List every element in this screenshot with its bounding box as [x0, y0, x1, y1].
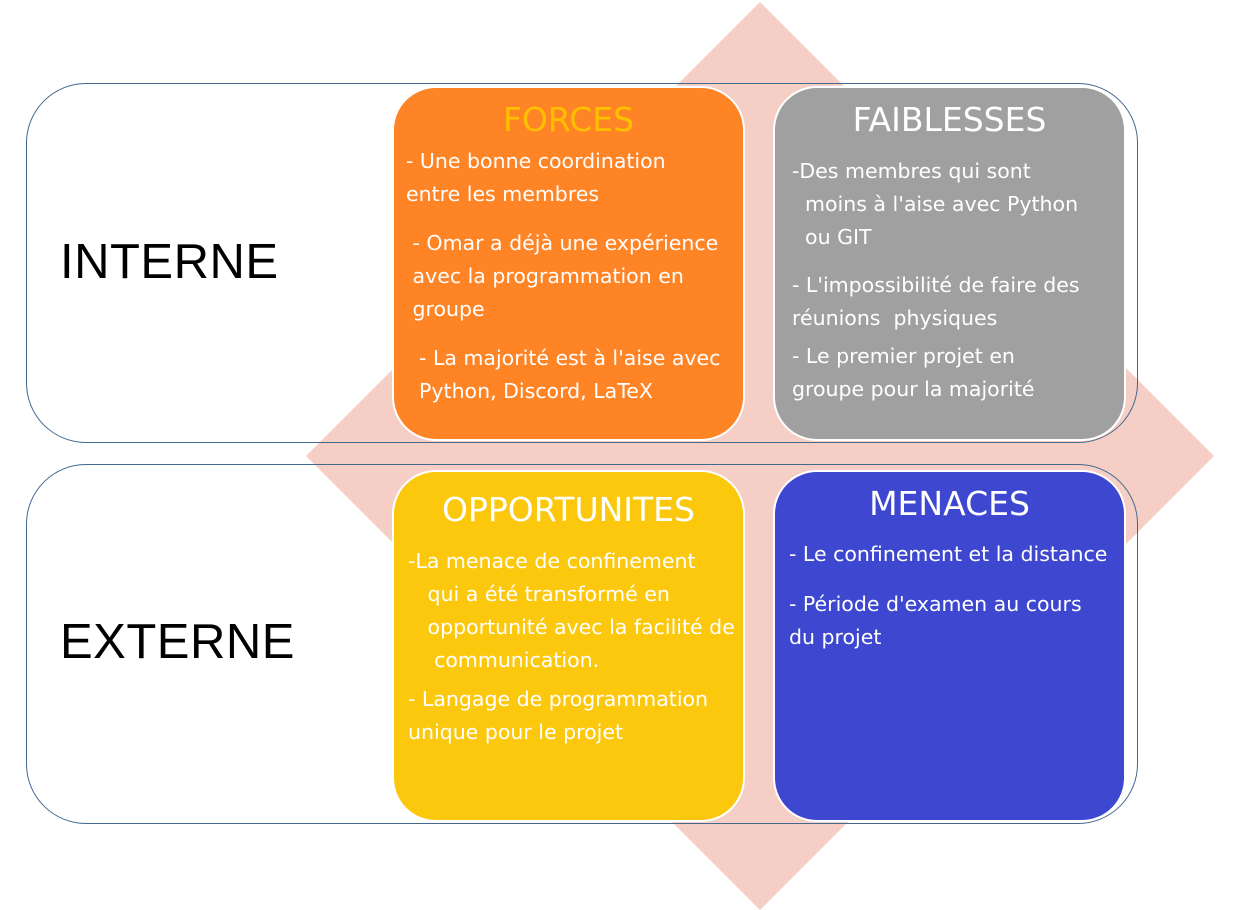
menaces-quadrant: MENACES - Le confinement et la distance … [773, 470, 1126, 822]
forces-item-1: - Une bonne coordination entre les membr… [406, 149, 666, 206]
forces-item-2: - Omar a déjà une expérience avec la pro… [412, 231, 719, 321]
externe-row-band [26, 464, 1138, 824]
row-label-interne: INTERNE [60, 235, 279, 289]
menaces-item-1: - Le confinement et la distance [789, 542, 1108, 566]
opportunites-quadrant: OPPORTUNITES -La menace de confinement q… [392, 470, 745, 822]
interne-row-band [26, 83, 1138, 443]
menaces-item-2: - Période d'examen au cours du projet [789, 592, 1082, 649]
opportunites-title: OPPORTUNITES [442, 490, 695, 529]
opportunites-item-2: - Langage de programmation unique pour l… [408, 687, 709, 744]
forces-quadrant: FORCES - Une bonne coordination entre le… [392, 86, 745, 441]
faiblesses-item-1: -Des membres qui sont moins à l'aise ave… [792, 159, 1079, 249]
opportunites-item-1: -La menace de confinement qui a été tran… [408, 549, 735, 672]
faiblesses-item-2: - L'impossibilité de faire des réunions … [792, 273, 1080, 330]
faiblesses-title: FAIBLESSES [852, 100, 1047, 139]
faiblesses-quadrant: FAIBLESSES -Des membres qui sont moins à… [773, 86, 1126, 441]
faiblesses-item-3: - Le premier projet en groupe pour la ma… [792, 344, 1035, 401]
row-label-externe: EXTERNE [60, 615, 295, 669]
menaces-title: MENACES [869, 484, 1030, 523]
forces-item-3: - La majorité est à l'aise avec Python, … [419, 346, 721, 403]
forces-title: FORCES [502, 100, 635, 139]
